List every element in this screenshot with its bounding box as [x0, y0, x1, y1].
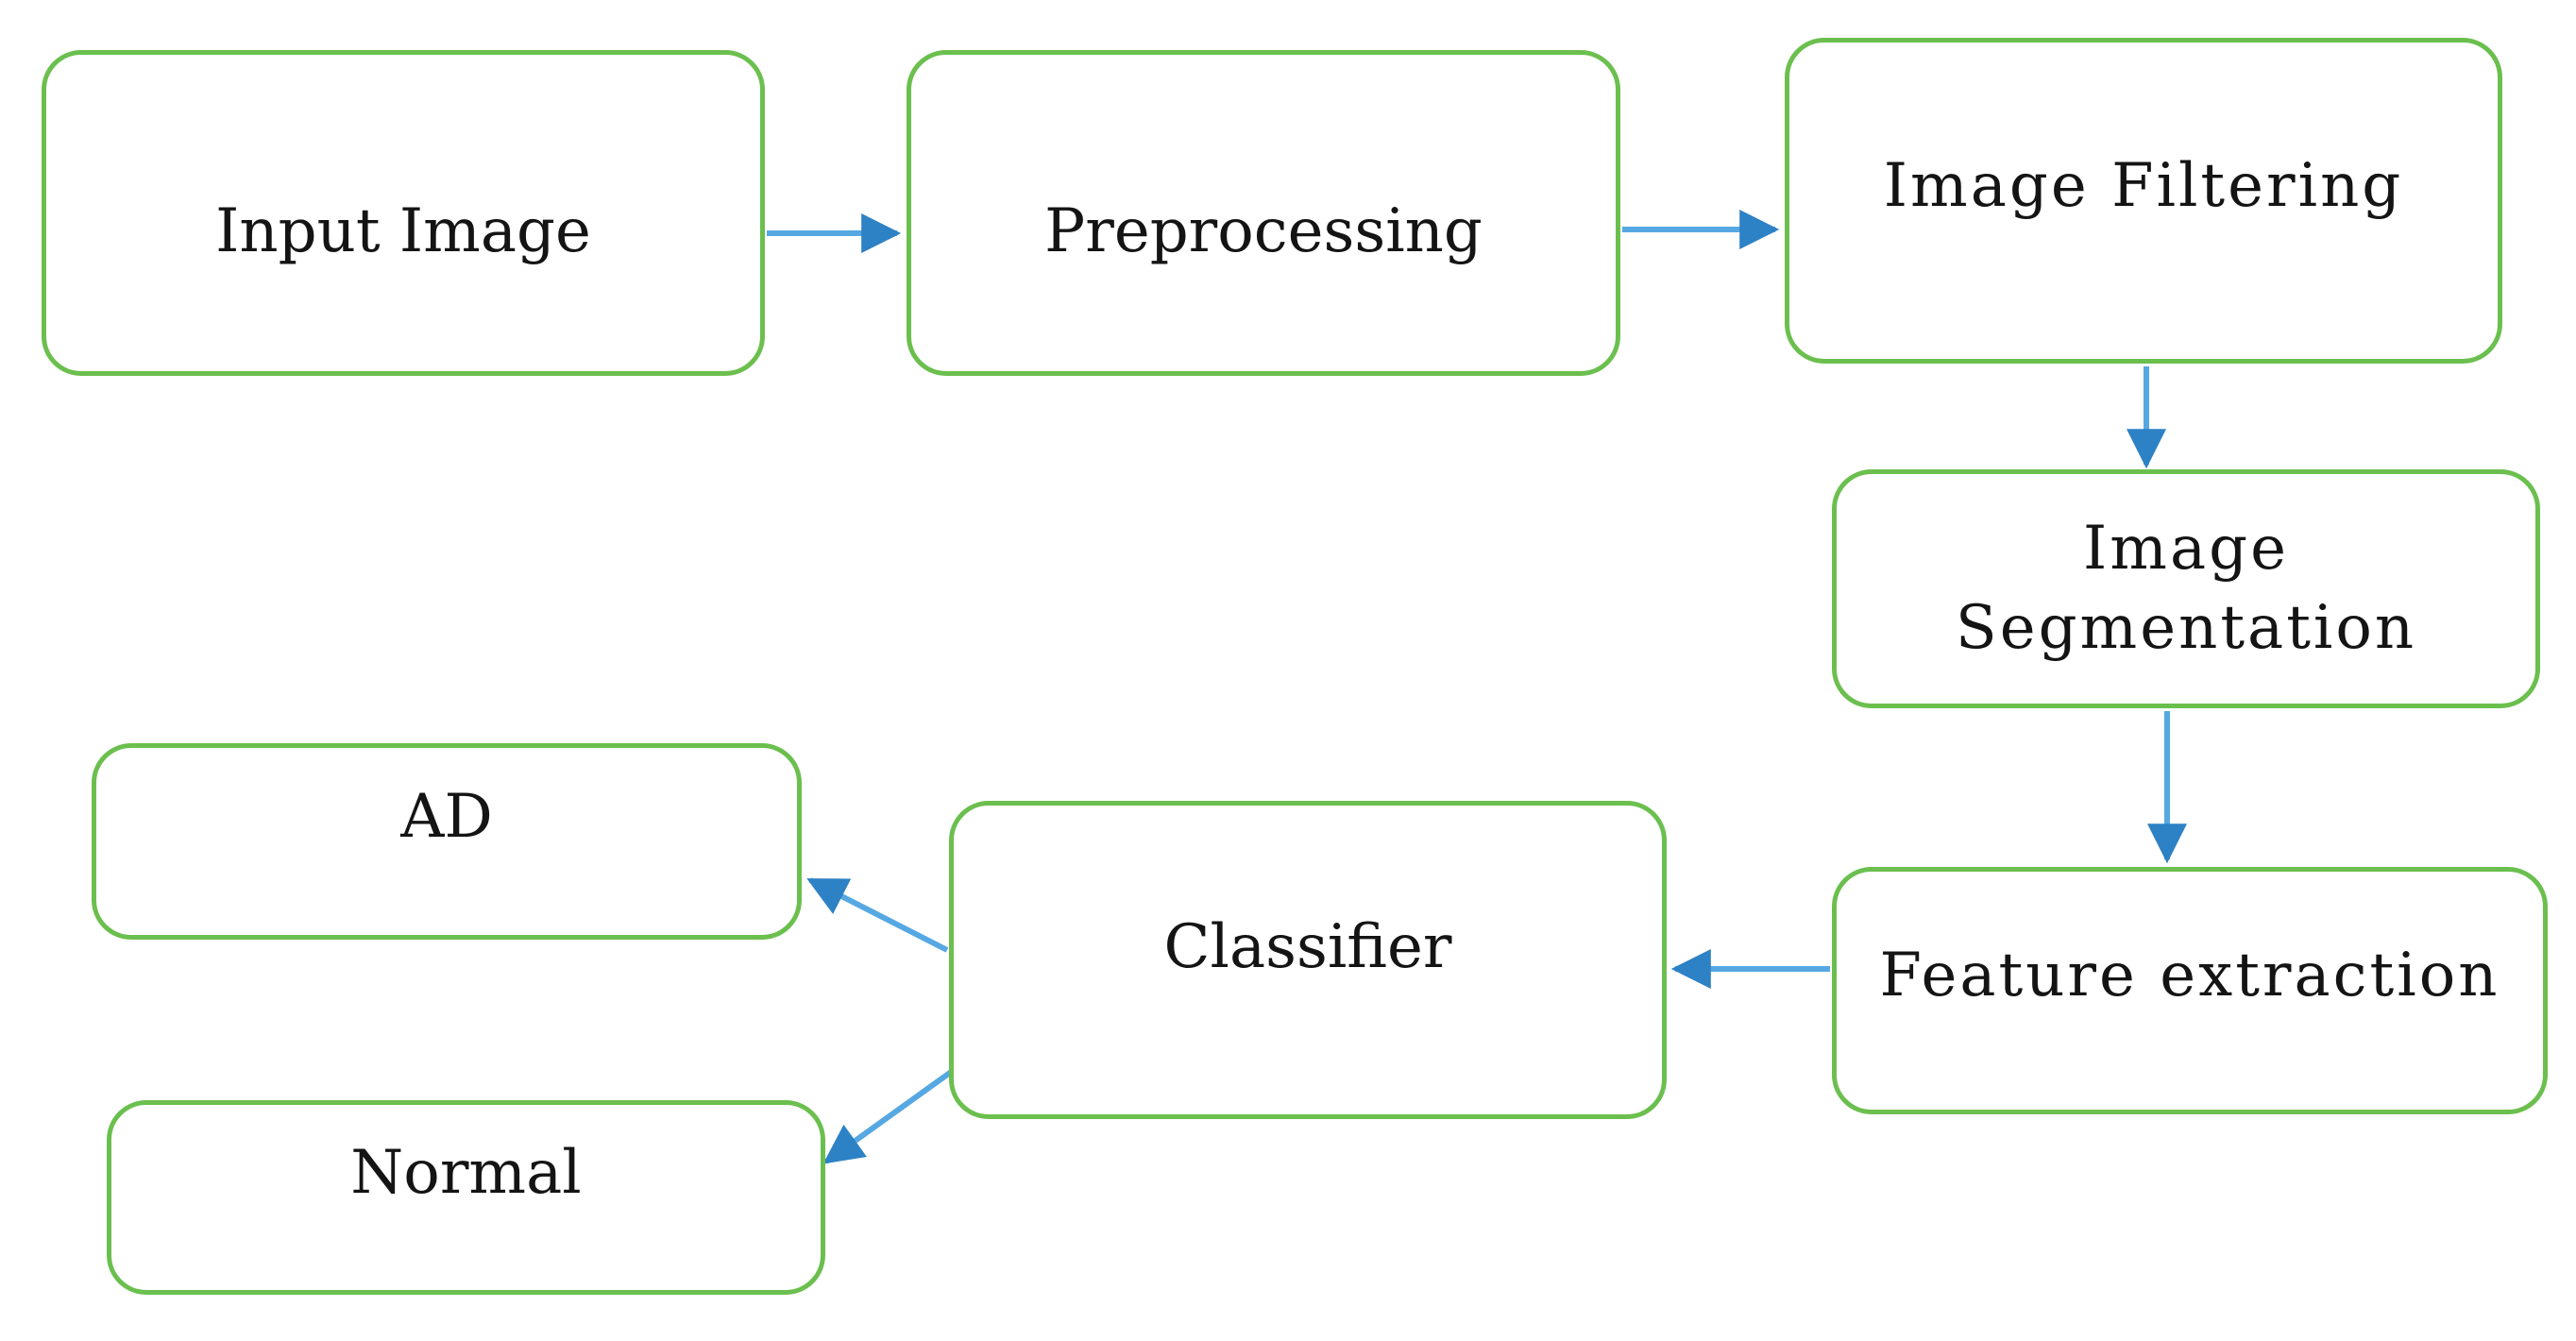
node-feature-extraction-label: Feature extraction: [1879, 941, 2500, 1011]
arrow-classifier-to-ad: [806, 877, 949, 953]
node-normal: Normal: [107, 1100, 825, 1295]
node-ad: AD: [92, 743, 802, 940]
node-input-image-label: Input Image: [215, 195, 591, 266]
node-normal-label: Normal: [350, 1138, 582, 1209]
node-preprocessing-label: Preprocessing: [1044, 195, 1483, 266]
node-ad-label: AD: [400, 782, 493, 853]
node-feature-extraction: Feature extraction: [1832, 867, 2548, 1114]
node-classifier-label: Classifier: [1163, 912, 1452, 983]
node-image-filtering-label: Image Filtering: [1883, 150, 2404, 221]
node-image-segmentation-label: Image Segmentation: [1955, 514, 2417, 663]
node-input-image: Input Image: [42, 50, 765, 376]
arrow-classifier-to-normal: [822, 1067, 956, 1164]
node-image-segmentation: Image Segmentation: [1832, 469, 2540, 708]
node-preprocessing: Preprocessing: [907, 50, 1620, 376]
node-image-filtering: Image Filtering: [1785, 38, 2502, 364]
node-classifier: Classifier: [949, 801, 1667, 1119]
